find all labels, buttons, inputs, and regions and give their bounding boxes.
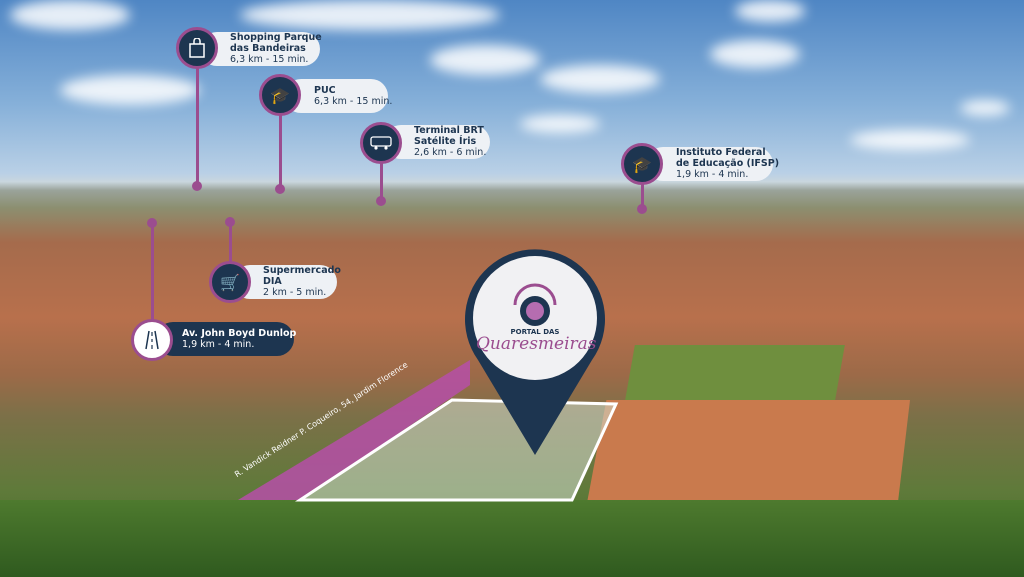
poi-distance: 1,9 km - 4 min. [182,338,255,350]
poi-dot [637,204,647,214]
poi-distance: 2 km - 5 min. [263,287,327,298]
shopping-cart-icon: 🛒 [209,261,251,303]
poi-connector [279,108,282,188]
street-band [238,360,470,500]
poi-title: de Educação (IFSP) [676,158,780,169]
poi-dot [192,181,202,191]
project-logo: PORTAL DAS Quaresmeiras [476,262,597,354]
poi-title: Av. John Boyd Dunlop [182,327,297,339]
poi-title: Shopping Parque [230,32,322,43]
poi-connector [196,60,199,185]
logo-line1: PORTAL DAS [510,328,560,336]
poi-dot [275,184,285,194]
graduation-cap-icon: 🎓 [259,74,301,116]
poi-connector [641,178,644,208]
poi-distance: 2,6 km - 6 min. [414,147,487,158]
poi-connector [151,223,154,321]
poi-connector [380,156,383,200]
shopping-bag-icon [176,27,218,69]
bus-icon [360,122,402,164]
poi-title: PUC [314,84,336,96]
poi-title: Supermercado [263,265,341,276]
poi-title: Satélite Íris [414,136,477,147]
poi-title: DIA [263,276,282,287]
flower-logo-icon [513,283,557,326]
vegetation [0,500,1024,577]
poi-title: Terminal BRT [414,125,484,136]
poi-dot [376,196,386,206]
poi-title: Instituto Federal [676,147,766,158]
poi-distance: 1,9 km - 4 min. [676,169,749,180]
road-icon [131,319,173,361]
poi-connector [229,222,232,262]
poi-title: das Bandeiras [230,43,306,54]
poi-distance: 6,3 km - 15 min. [230,54,309,65]
logo-line2: Quaresmeiras [476,334,597,354]
graduation-cap-icon: 🎓 [621,143,663,185]
poi-distance: 6,3 km - 15 min. [314,95,393,107]
